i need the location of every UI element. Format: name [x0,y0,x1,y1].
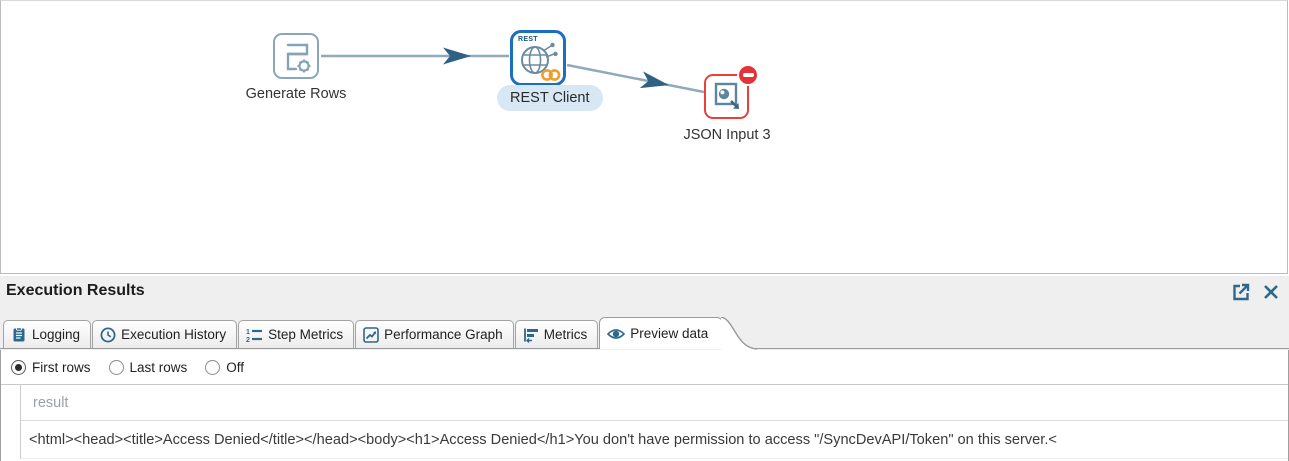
open-in-new-window-icon[interactable] [1229,280,1253,304]
row-number-gutter [1,421,21,459]
hop-arrowhead [639,71,669,89]
tab-performance-graph[interactable]: Performance Graph [355,320,514,348]
json-input-icon [704,64,759,119]
radio-label: Last rows [129,359,188,375]
radio-label: Off [226,359,245,375]
table-row[interactable]: <html><head><title>Access Denied</title>… [1,421,1288,459]
numbered-list-icon: 1 2 [246,327,263,343]
generate-rows-icon [273,33,319,79]
radio-selected-icon [11,359,26,375]
radio-off[interactable]: Off [205,359,245,375]
clock-icon [100,327,116,343]
eye-icon [607,327,626,341]
radio-label: First rows [32,359,91,375]
tab-metrics[interactable]: Metrics [514,320,599,348]
preview-table: result <html><head><title>Access Denied<… [1,384,1288,459]
preview-mode-radios: First rows Last rows Off [1,350,1288,384]
tab-label: Performance Graph [384,327,503,342]
radio-last-rows[interactable]: Last rows [108,359,188,375]
tab-logging[interactable]: Logging [3,320,92,348]
rest-client-icon: REST [510,30,566,86]
node-label-generate-rows: Generate Rows [245,86,347,102]
radio-unselected-icon [205,359,221,375]
node-label-rest-client: REST Client [497,85,603,111]
tab-label: Step Metrics [268,327,344,342]
panel-title: Execution Results [6,282,145,299]
close-icon[interactable] [1259,280,1283,304]
table-header-row: result [1,385,1288,421]
svg-text:1: 1 [246,329,250,336]
hop-lines [321,47,705,94]
tab-label: Logging [32,327,81,342]
svg-text:2: 2 [246,337,250,343]
line-chart-icon [363,326,379,343]
execution-results-panel: Execution Results [0,276,1289,461]
bar-chart-icon [523,327,539,343]
tab-label: Metrics [543,327,588,342]
node-generate-rows[interactable] [273,33,319,79]
row-number-gutter [1,385,21,421]
tab-label: Execution History [121,327,227,342]
tab-label: Preview data [630,326,709,341]
preview-data-content: First rows Last rows Off result <html><h… [0,350,1289,461]
logging-icon [11,326,27,343]
radio-first-rows[interactable]: First rows [11,359,91,375]
results-tabbar: Logging Execution History 1 2 Step Met [0,314,1289,350]
node-json-input[interactable] [704,64,759,119]
rest-icon-text: REST [518,36,538,43]
tab-preview-data[interactable]: Preview data [599,317,758,350]
active-tab-curve [721,317,758,350]
tab-execution-history[interactable]: Execution History [92,320,238,348]
column-header-result[interactable]: result [21,385,1288,421]
hop-arrowhead [443,47,471,65]
result-cell: <html><head><title>Access Denied</title>… [21,421,1288,459]
error-badge [737,64,759,86]
radio-unselected-icon [108,359,124,375]
transformation-canvas[interactable]: Generate Rows REST REST Client [0,0,1288,274]
hop-rest-to-json [566,63,705,94]
node-rest-client[interactable]: REST [510,30,566,86]
node-label-json-input: JSON Input 3 [683,127,771,143]
tab-step-metrics[interactable]: 1 2 Step Metrics [238,320,355,348]
